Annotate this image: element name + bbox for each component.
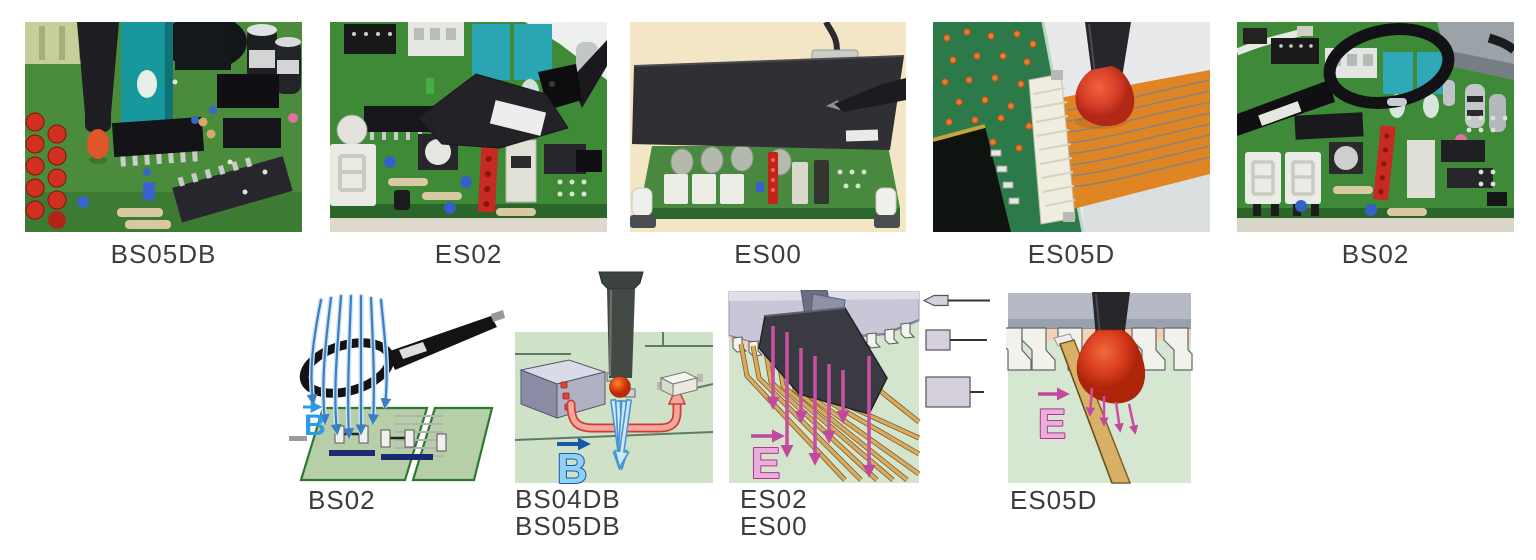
diagram-caption-es05d: ES05D (1010, 485, 1098, 515)
e-field-arrows (1085, 387, 1139, 435)
probe-size-symbols (918, 292, 996, 414)
orange-ball-tip (609, 376, 631, 398)
bs05db-probe-on-pcb-photo (25, 22, 302, 232)
diagram-es02-es00-efield: E (727, 290, 921, 486)
diagram-bs04db-bs05db-bfield: B (513, 270, 717, 484)
photo-es02 (330, 22, 607, 232)
metal-box (1437, 22, 1514, 64)
photo-caption-bs05db: BS05DB (110, 239, 217, 269)
teal-relay (472, 24, 510, 80)
bs02-loop-probe-photo (1237, 22, 1514, 232)
flat-blade-probe (758, 290, 888, 415)
diagram-bs02-bfield: B (283, 290, 505, 492)
probe-tip-small-icon (922, 294, 990, 307)
probe-shaft (77, 22, 119, 164)
photo-bs05db (25, 22, 302, 232)
diagram-caption-bs02: BS02 (308, 485, 376, 515)
field-plate-probe (632, 55, 906, 150)
photo-caption-es02: ES02 (434, 239, 503, 269)
ffc-connector (1028, 70, 1076, 225)
pcb-board (640, 144, 900, 219)
electrolytic-capacitors (247, 24, 301, 94)
photo-es05d (933, 22, 1210, 232)
wire-stub (289, 436, 307, 441)
red-pin-header (25, 112, 67, 229)
loop-probe (299, 310, 505, 398)
probe-handle (834, 78, 906, 112)
e-vector-label: E (750, 429, 785, 486)
orange-probe-tip (87, 129, 109, 159)
seven-segment-display (330, 144, 376, 206)
dip-ic (111, 116, 205, 167)
current-loop-arrow (566, 384, 687, 433)
field-letter-b: B (557, 445, 587, 484)
es02-probe-on-pcb-photo (330, 22, 607, 232)
photo-es00 (630, 22, 906, 232)
tact-button (425, 139, 451, 165)
e-field-arrows (766, 326, 876, 478)
red-pin-header (1373, 125, 1396, 201)
flat-blade-probe (417, 40, 607, 149)
seven-segment-display (664, 174, 688, 204)
diagram-caption-bs04db-bs05db: BS04DB BS05DB (515, 484, 621, 541)
diagram-caption-es02-es00: ES02 ES00 (740, 484, 808, 541)
probe-shaft (1092, 292, 1130, 338)
led (137, 70, 157, 98)
field-letter-b: B (304, 409, 326, 442)
standoff (631, 187, 653, 217)
photo-bs02 (1237, 22, 1514, 232)
dip-ic-2 (172, 156, 293, 223)
b-vector-label: B (556, 437, 591, 484)
field-letter-e: E (751, 439, 780, 486)
es00-plate-probe-photo (630, 22, 906, 232)
probe-head-medium-icon (925, 329, 987, 351)
red-rubber-probe-tip (1076, 329, 1146, 404)
b-field-lines (306, 293, 392, 440)
b-vector-label: B (303, 401, 326, 442)
photo-caption-es05d: ES05D (1027, 239, 1116, 269)
ball-probe (598, 271, 644, 398)
diagram-es05d-efield: E (1006, 292, 1193, 484)
photo-caption-es00: ES00 (734, 239, 802, 269)
field-letter-e: E (1038, 400, 1066, 447)
es05d-probe-on-flex-cable-photo (933, 22, 1210, 232)
tact-button (1334, 146, 1358, 170)
e-vector-label: E (1037, 387, 1070, 448)
red-rubber-probe-tip (1075, 66, 1135, 127)
probe-head-large-icon (925, 376, 984, 408)
teal-relay (1383, 52, 1413, 94)
smd-component (657, 371, 703, 397)
photo-caption-bs02: BS02 (1341, 239, 1410, 269)
